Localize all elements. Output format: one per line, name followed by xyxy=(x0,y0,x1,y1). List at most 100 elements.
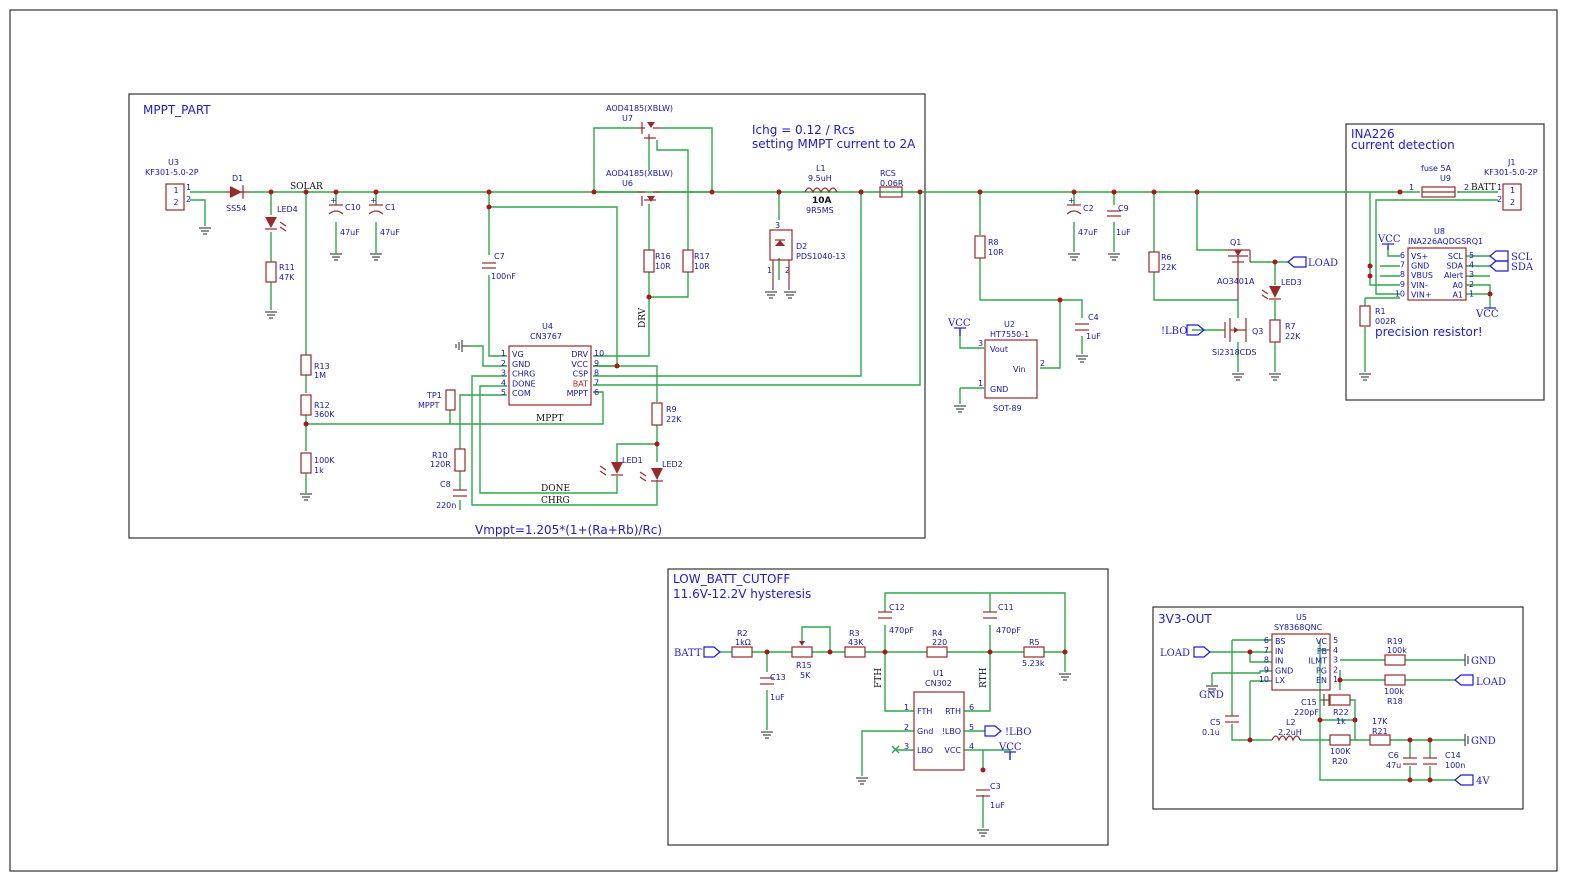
svg-text:4V: 4V xyxy=(1476,776,1490,787)
c1-ref: C1 xyxy=(385,203,396,212)
led-led3: LED3 xyxy=(1261,278,1302,300)
resistor-r20: 100K R20 xyxy=(1329,734,1351,766)
u8-pin-num: 9 xyxy=(1400,280,1405,289)
capacitor-c11: C11 470pF xyxy=(983,603,1021,635)
svg-text:VCC: VCC xyxy=(998,742,1022,753)
capacitor-c2: + C2 47uF xyxy=(1066,196,1098,237)
svg-text:1: 1 xyxy=(1409,183,1414,192)
u4-pin-done: DONE xyxy=(512,379,536,388)
u8-pin-vin+: VIN+ xyxy=(1411,290,1432,299)
out-wires xyxy=(1210,639,1465,781)
svg-text:+: + xyxy=(330,196,337,205)
led1-ref: LED1 xyxy=(622,456,643,465)
c3-value: 1uF xyxy=(990,801,1005,810)
c12-value: 470pF xyxy=(889,626,914,635)
resistor-r9: R9 22K xyxy=(651,402,682,426)
resistor-r18: 100k R18 xyxy=(1384,674,1406,706)
led-led1: LED1 xyxy=(599,456,643,476)
j1-ref: J1 xyxy=(1507,158,1515,167)
r22-value: 1k xyxy=(1336,717,1346,726)
u8-pin-vbus: VBUS xyxy=(1411,271,1433,280)
resistor-r1: R1 002R xyxy=(1359,305,1396,327)
u3-ref: U3 xyxy=(168,158,179,167)
r8-value: 10R xyxy=(988,248,1004,257)
l1-value: 9.5uH xyxy=(808,174,832,183)
c13-value: 1uF xyxy=(770,693,785,702)
u8-pin-scl: SCL xyxy=(1448,252,1464,261)
r3-value: 43K xyxy=(848,638,864,647)
svg-text:3: 3 xyxy=(978,339,983,348)
u7-value: AOD4185(XBLW) xyxy=(606,104,673,113)
u5-pin-num: 4 xyxy=(1333,646,1338,655)
c6-value: 47u xyxy=(1386,761,1401,770)
u8-pin-vs+: VS+ xyxy=(1411,252,1428,261)
u5-pin-lx: LX xyxy=(1275,676,1285,685)
mppt-wires xyxy=(190,127,1400,510)
r6-value: 22K xyxy=(1161,263,1177,272)
r4-ref: R4 xyxy=(932,629,943,638)
mosfet-u6: AOD4185(XBLW) U6 xyxy=(606,169,673,206)
vmppt-note: Vmppt=1.205*(1+(Ra+Rb)/Rc) xyxy=(475,523,662,537)
resistor-r17: R17 10R xyxy=(682,249,710,273)
u5-pin-en: EN xyxy=(1316,676,1327,685)
page-frame xyxy=(9,9,1558,872)
connector-u3: 1 2 1 2 U3 KF301-5.0-2P xyxy=(145,158,199,211)
u4-pin-mppt: MPPT xyxy=(567,389,589,398)
u1-pin-num: 6 xyxy=(969,703,974,712)
u4-pin-gnd: GND xyxy=(512,360,530,369)
r20-value: 100K xyxy=(1330,747,1351,756)
lowbatt-section-title: LOW_BATT_CUTOFF xyxy=(673,572,790,586)
d2-ref: D2 xyxy=(796,242,807,251)
svg-text:VCC: VCC xyxy=(1377,234,1401,245)
net-done: DONE xyxy=(541,484,570,494)
vcc-flag-u8: VCC xyxy=(1377,234,1401,250)
l2-ref: L2 xyxy=(1286,718,1296,727)
lowbatt-section-subtitle: 11.6V-12.2V hysteresis xyxy=(673,587,811,601)
out-section-frame xyxy=(1152,606,1524,810)
c4-value: 1uF xyxy=(1086,332,1101,341)
c10-ref: C10 xyxy=(345,203,361,212)
resistor-r12: R12 360K xyxy=(300,394,335,419)
c1-value: 47uF xyxy=(380,228,400,237)
scl-flag: SCL xyxy=(1489,250,1533,263)
capacitor-c14: C14 100n xyxy=(1423,751,1465,770)
u1-pin-num: 2 xyxy=(904,723,909,732)
r13-ref: R13 xyxy=(314,362,330,371)
svg-text:SDA: SDA xyxy=(1511,262,1534,273)
capacitor-c6: C6 47u xyxy=(1386,751,1417,770)
u6-value: AOD4185(XBLW) xyxy=(606,169,673,178)
u4-pin-num: 4 xyxy=(501,378,506,387)
u2-pin-vout: Vout xyxy=(990,345,1008,354)
net-drv: DRV xyxy=(638,307,648,328)
diode-d1: D1 SS54 xyxy=(226,174,250,213)
u4-pin-num: 2 xyxy=(501,359,506,368)
r100k-ref: 100K xyxy=(314,456,335,465)
svg-text:1: 1 xyxy=(1510,186,1515,195)
u4-pin-vg: VG xyxy=(512,350,524,359)
u2-package: SOT-89 xyxy=(993,404,1022,413)
capacitor-c4: C4 1uF xyxy=(1075,313,1101,341)
r12-ref: R12 xyxy=(314,401,330,410)
r18-value: 100k xyxy=(1384,687,1404,696)
mppt-section-frame xyxy=(128,93,926,539)
resistor-r5: R5 5.23k xyxy=(1022,638,1045,668)
svg-text:2: 2 xyxy=(1040,359,1045,368)
svg-text:GND: GND xyxy=(1471,736,1496,747)
resistor-rcs: RCS 0.06R xyxy=(879,169,904,198)
rcs-ref: RCS xyxy=(880,169,896,178)
r11-value: 47K xyxy=(279,273,295,282)
r16-ref: R16 xyxy=(655,252,671,261)
resistor-r22: R22 1k xyxy=(1329,694,1351,726)
mppt-section-title: MPPT_PART xyxy=(143,103,211,117)
u7-ref: U7 xyxy=(622,114,633,123)
r1-ref: R1 xyxy=(1375,307,1386,316)
c14-ref: C14 xyxy=(1445,751,1461,760)
u1-pin-num: 4 xyxy=(969,742,974,751)
mosfet-q1: Q1 AO3401A xyxy=(1217,238,1255,300)
c3-ref: C3 xyxy=(990,782,1001,791)
u8-pin-a0: A0 xyxy=(1452,281,1463,290)
u5-pin-num: 2 xyxy=(1333,665,1338,674)
u4-pin-num: 3 xyxy=(501,369,506,378)
u1-pin-num: 3 xyxy=(904,742,909,751)
c11-ref: C11 xyxy=(998,603,1014,612)
